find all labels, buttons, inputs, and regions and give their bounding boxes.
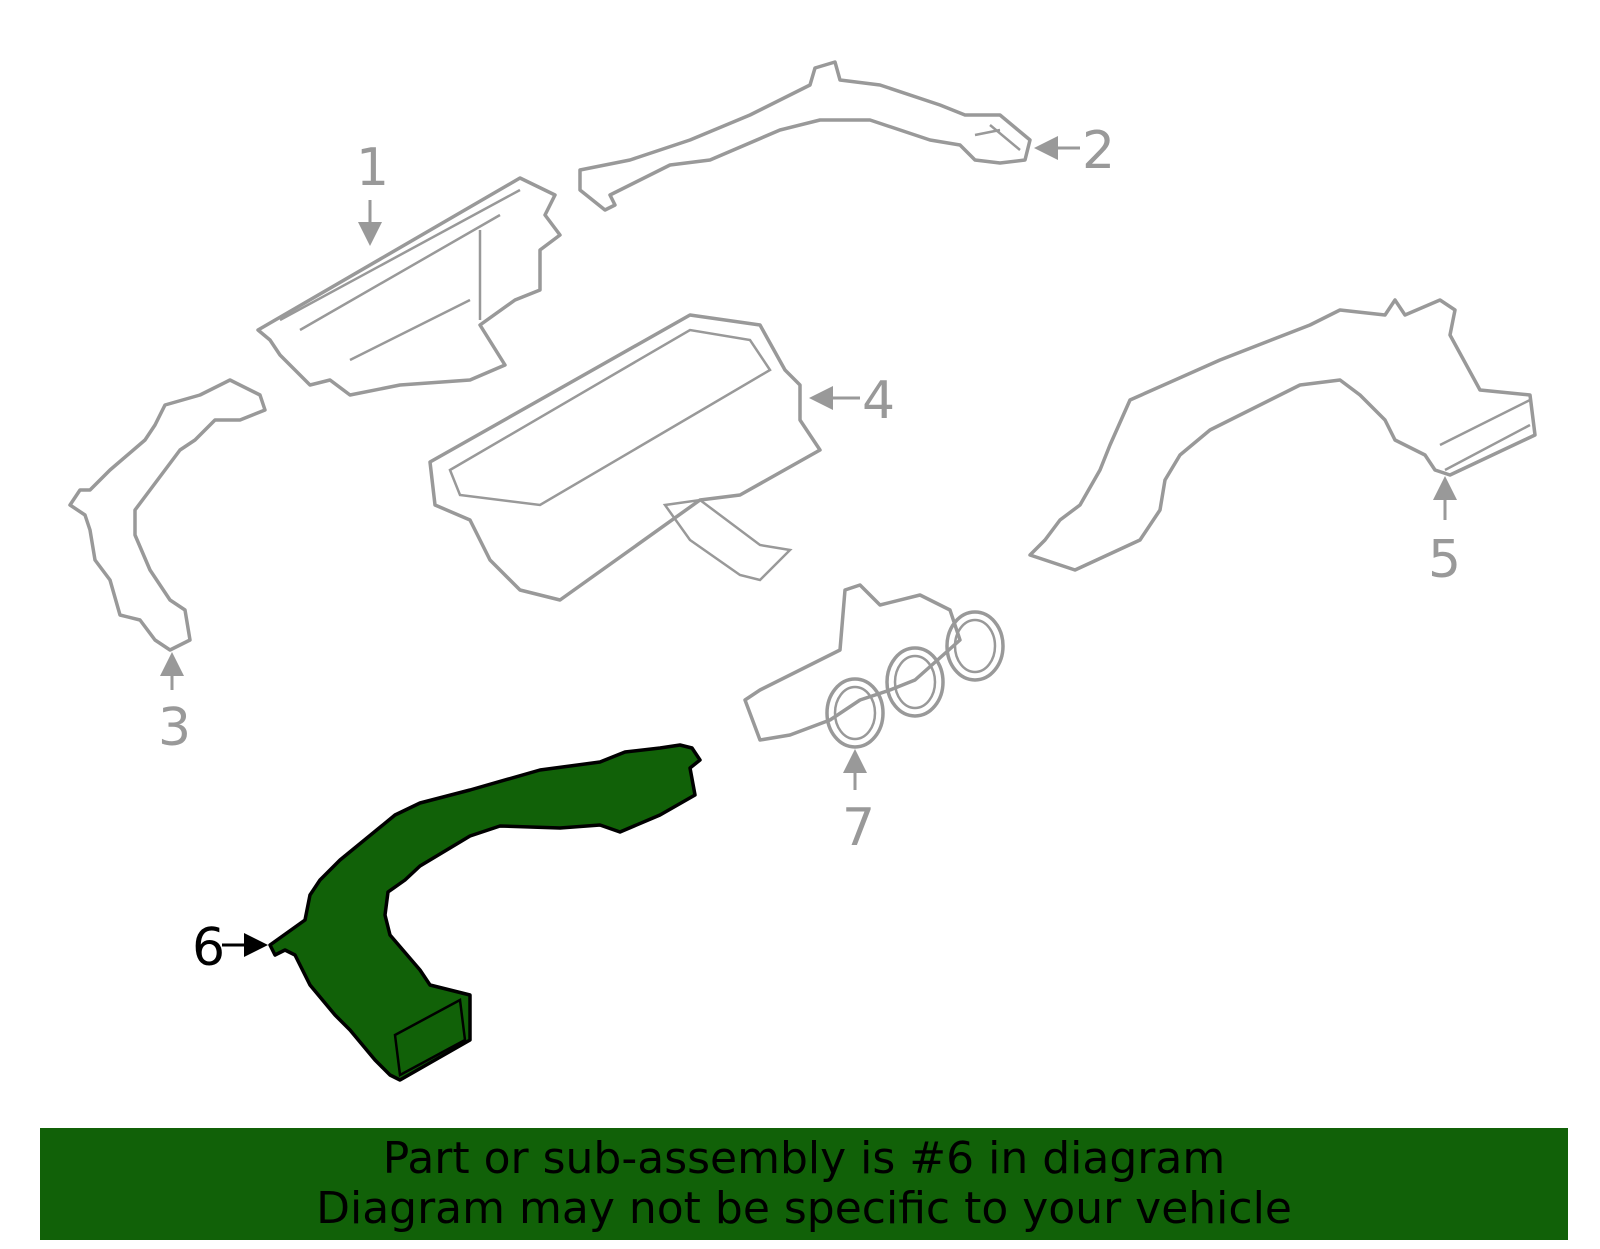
callout-5[interactable]: 5 [1428,530,1461,590]
callout-2[interactable]: 2 [1082,121,1115,181]
part-6-duct-selected[interactable] [268,743,702,1082]
callout-7[interactable]: 7 [842,798,875,858]
banner-line-2: Diagram may not be specific to your vehi… [316,1183,1292,1234]
part-3-left-duct[interactable] [68,378,267,652]
info-banner: Part or sub-assembly is #6 in diagram Di… [40,1128,1568,1240]
banner-line-1: Part or sub-assembly is #6 in diagram [382,1133,1226,1184]
part-5-right-duct[interactable] [1028,298,1537,572]
callout-6[interactable]: 6 [192,918,225,978]
callout-3[interactable]: 3 [158,698,191,758]
part-1-center-vent[interactable] [256,176,562,397]
part-4-housing[interactable] [428,313,822,602]
callout-4[interactable]: 4 [862,371,895,431]
part-7-vent-assembly[interactable] [743,583,1005,749]
callout-1[interactable]: 1 [356,138,389,198]
part-2-upper-duct[interactable] [578,60,1032,212]
